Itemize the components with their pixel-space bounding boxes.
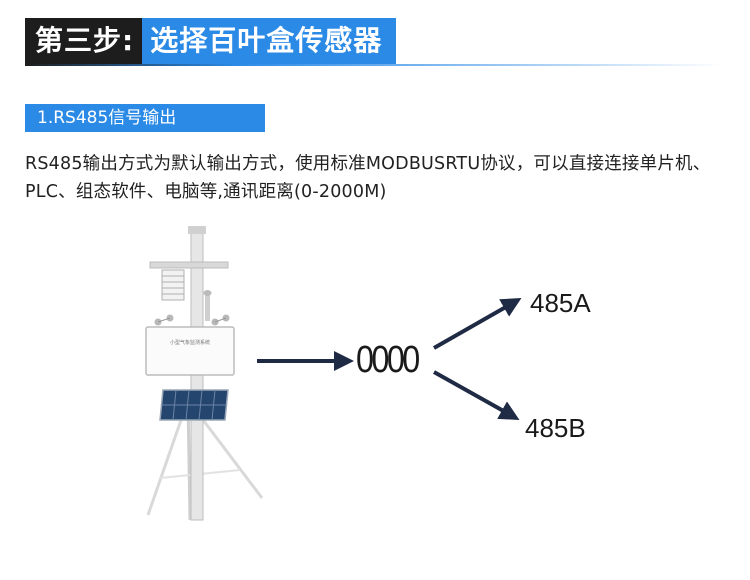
panel-label: 小型气象监测系统 <box>170 339 210 346</box>
title-divider <box>25 64 725 66</box>
signal-code: 0000 <box>356 339 420 381</box>
weather-station-icon: 小型气象监测系统 <box>145 226 264 521</box>
description-text: RS485输出方式为默认输出方式，使用标准MODBUSRTU协议，可以直接连接单… <box>25 154 711 202</box>
output-485b-label: 485B <box>525 413 586 443</box>
arrow-to-485b <box>433 370 520 420</box>
step-label: 第三步: <box>25 18 143 64</box>
section-heading: 1.RS485信号输出 <box>25 104 265 132</box>
page-title: 第三步: 选择百叶盒传感器 <box>25 18 397 64</box>
anemometer-icon <box>154 314 230 326</box>
output-485a-label: 485A <box>530 288 591 318</box>
solar-panel-icon <box>159 389 229 421</box>
louver-box-icon <box>161 269 185 301</box>
step-title: 选择百叶盒传感器 <box>142 18 397 64</box>
arrow-to-485a <box>433 298 522 350</box>
